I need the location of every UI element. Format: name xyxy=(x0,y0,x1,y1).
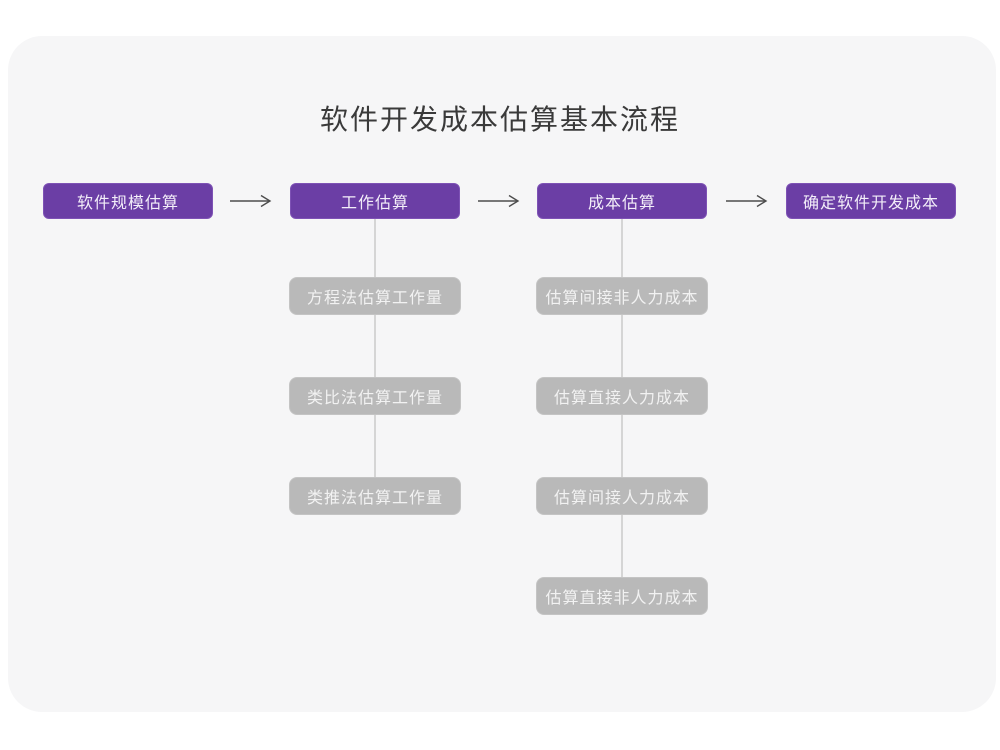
flow-node-determine-dev-cost: 确定软件开发成本 xyxy=(786,183,956,219)
flow-node-software-scale-estimation: 软件规模估算 xyxy=(43,183,213,219)
branch-node-analogy-method: 类比法估算工作量 xyxy=(289,377,461,415)
branch-node-indirect-labor-cost: 估算间接人力成本 xyxy=(536,477,708,515)
branch-node-equation-method: 方程法估算工作量 xyxy=(289,277,461,315)
diagram-canvas xyxy=(8,36,996,712)
flow-node-cost-estimation: 成本估算 xyxy=(537,183,707,219)
branch-node-direct-labor-cost: 估算直接人力成本 xyxy=(536,377,708,415)
connector-line-work-branch xyxy=(374,219,376,497)
right-arrow-icon xyxy=(230,194,272,208)
right-arrow-icon xyxy=(478,194,520,208)
branch-node-indirect-nonlabor-cost: 估算间接非人力成本 xyxy=(536,277,708,315)
flow-node-work-estimation: 工作估算 xyxy=(290,183,460,219)
branch-node-direct-nonlabor-cost: 估算直接非人力成本 xyxy=(536,577,708,615)
diagram-title: 软件开发成本估算基本流程 xyxy=(319,104,680,135)
right-arrow-icon xyxy=(726,194,768,208)
branch-node-extrapolation-method: 类推法估算工作量 xyxy=(289,477,461,515)
